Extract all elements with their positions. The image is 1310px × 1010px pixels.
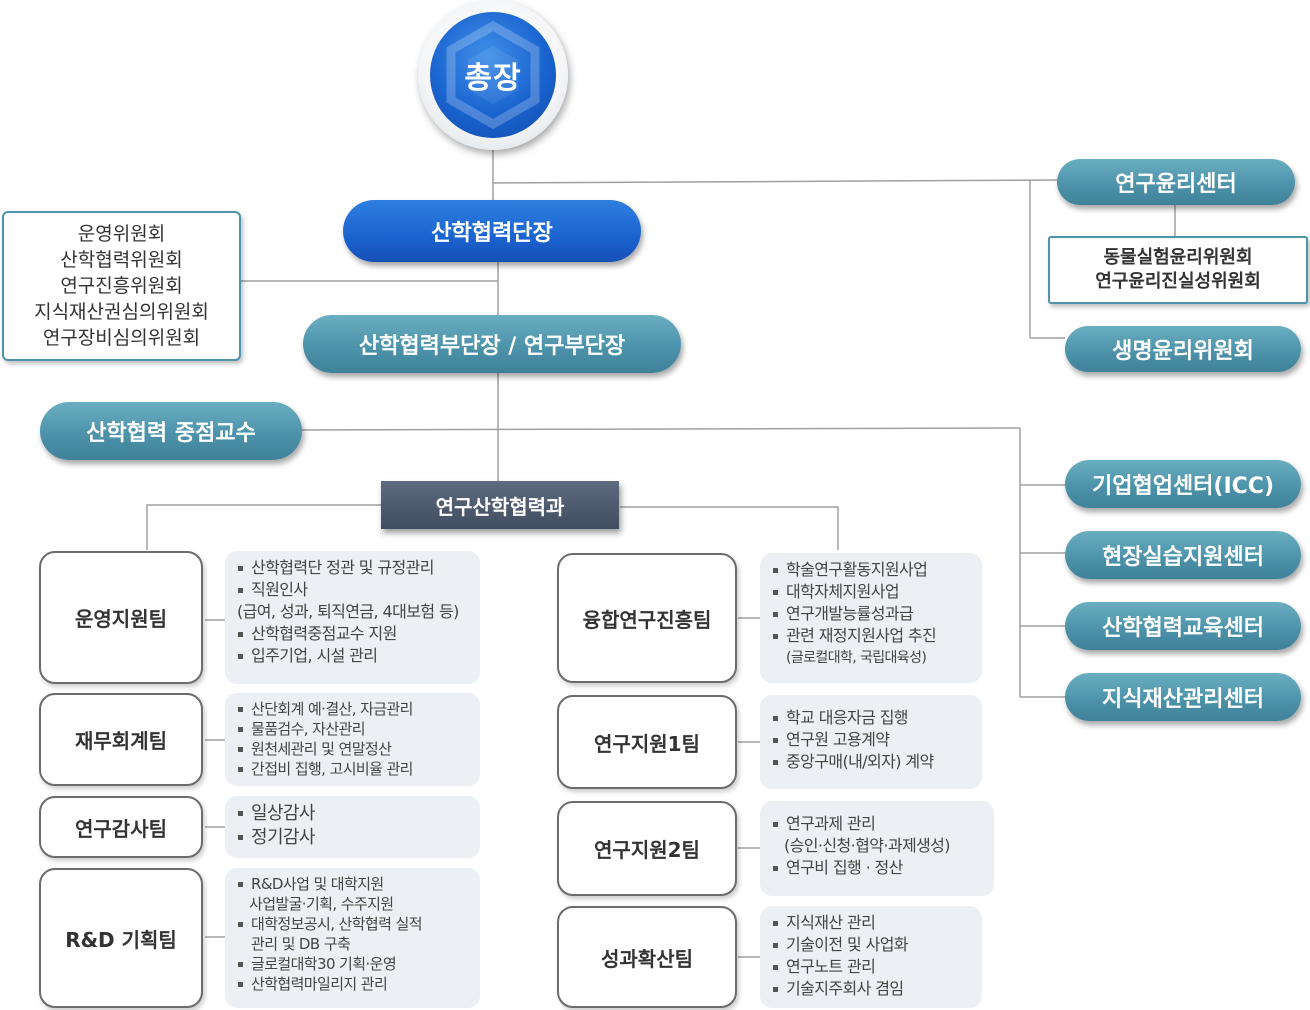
duty-item: 연구원 고용계약 bbox=[772, 729, 972, 751]
line-key-professor bbox=[299, 427, 1021, 431]
team-duties: R&D사업 및 대학지원 사업발굴·기획, 수주지원 대학정보공시, 산학협력 … bbox=[225, 868, 480, 1008]
president-emblem: 총장 bbox=[430, 12, 556, 138]
duty-item: R&D사업 및 대학지원 bbox=[237, 874, 470, 894]
team-duties: 일상감사 정기감사 bbox=[225, 796, 480, 858]
line-to-ethics-center bbox=[492, 179, 1059, 184]
bioethics-committee-label: 생명윤리위원회 bbox=[1112, 339, 1254, 364]
center-node-education: 산학협력교육센터 bbox=[1065, 602, 1301, 650]
team-name: 연구지원2팀 bbox=[594, 838, 700, 862]
center-node-field-training: 현장실습지원센터 bbox=[1065, 531, 1301, 579]
team-name: 운영지원팀 bbox=[75, 607, 167, 631]
duty-item: 글로컬대학30 기획·운영 bbox=[237, 954, 470, 974]
duty-item: 학술연구활동지원사업 bbox=[772, 559, 972, 581]
team-name: R&D 기획팀 bbox=[65, 927, 177, 952]
duty-item: 지식재산 관리 bbox=[772, 912, 972, 934]
duty-item: 직원인사 bbox=[237, 579, 470, 601]
department-label: 연구산학협력과 bbox=[435, 494, 565, 519]
committee-item: 연구진흥위원회 bbox=[60, 275, 183, 297]
duty-item: 산학협력단 정관 및 규정관리 bbox=[237, 557, 470, 579]
bioethics-committee-node: 생명윤리위원회 bbox=[1065, 326, 1301, 372]
center-label: 산학협력교육센터 bbox=[1102, 616, 1264, 641]
team-name: 재무회계팀 bbox=[75, 729, 167, 753]
team-rnd-planning: R&D 기획팀 bbox=[39, 868, 203, 1008]
team-name: 연구지원1팀 bbox=[594, 731, 700, 756]
team-research-audit: 연구감사팀 bbox=[39, 796, 203, 858]
team-duties: 학술연구활동지원사업 대학자체지원사업 연구개발능률성과급 관련 재정지원사업 … bbox=[760, 553, 982, 683]
duty-item: 물품검수, 자산관리 bbox=[237, 719, 470, 739]
duty-item: 산학협력중점교수 지원 bbox=[237, 623, 470, 645]
duty-item: 학교 대응자금 집행 bbox=[772, 707, 972, 729]
research-ethics-center-node: 연구윤리센터 bbox=[1057, 159, 1295, 205]
team-name: 융합연구진흥팀 bbox=[582, 607, 712, 632]
committee-item: 산학협력위원회 bbox=[60, 249, 183, 271]
center-label: 현장실습지원센터 bbox=[1102, 545, 1264, 570]
duty-item: 연구비 집행 · 정산 bbox=[772, 857, 984, 879]
ethics-committee-item: 연구윤리진실성위원회 bbox=[1095, 271, 1261, 292]
team-duties: 지식재산 관리 기술이전 및 사업화 연구노트 관리 기술지주회사 겸임 bbox=[760, 906, 982, 1008]
duty-item: 일상감사 bbox=[237, 802, 470, 826]
key-professor-node: 산학협력 중점교수 bbox=[40, 402, 302, 460]
team-convergence-research: 융합연구진흥팀 bbox=[557, 553, 737, 683]
ethics-committee-item: 동물실험윤리위원회 bbox=[1103, 247, 1253, 268]
team-performance-diffusion: 성과확산팀 bbox=[557, 906, 737, 1008]
duty-item: 대학정보공시, 산학협력 실적 bbox=[237, 914, 470, 934]
duty-item: 연구노트 관리 bbox=[772, 956, 972, 978]
duty-item: 중앙구매(내/외자) 계약 bbox=[772, 751, 972, 773]
center-node-icc: 기업협업센터(ICC) bbox=[1065, 460, 1301, 508]
president-label: 총장 bbox=[464, 61, 522, 96]
line-dept-right bbox=[620, 506, 839, 550]
duty-item: 간접비 집행, 고시비율 관리 bbox=[237, 759, 470, 779]
duty-item: 연구개발능률성과급 bbox=[772, 603, 972, 625]
duty-subtext: 사업발굴·기획, 수주지원 bbox=[249, 895, 394, 913]
duty-item: 산학협력마일리지 관리 bbox=[237, 974, 470, 994]
team-duties: 학교 대응자금 집행 연구원 고용계약 중앙구매(내/외자) 계약 bbox=[760, 695, 982, 789]
team-name: 성과확산팀 bbox=[601, 946, 693, 971]
line-dept-left bbox=[146, 504, 382, 550]
center-label: 기업협업센터(ICC) bbox=[1091, 474, 1275, 499]
duty-item: 연구과제 관리 bbox=[772, 813, 984, 835]
ethics-committees-box: 동물실험윤리위원회 연구윤리진실성위원회 bbox=[1048, 236, 1308, 304]
duty-subtext: 관리 및 DB 구축 bbox=[251, 935, 351, 953]
research-ethics-center-label: 연구윤리센터 bbox=[1115, 172, 1237, 197]
duty-item: 기술이전 및 사업화 bbox=[772, 934, 972, 956]
team-duties: 산단회계 예·결산, 자금관리 물품검수, 자산관리 원천세관리 및 연말정산 … bbox=[225, 693, 480, 786]
committee-item: 운영위원회 bbox=[77, 223, 166, 245]
duty-item: 대학자체지원사업 bbox=[772, 581, 972, 603]
team-duties: 산학협력단 정관 및 규정관리 직원인사 (급여, 성과, 퇴직연금, 4대보험… bbox=[225, 551, 480, 684]
center-label: 지식재산관리센터 bbox=[1102, 687, 1264, 712]
duty-subtext: (글로컬대학, 국립대육성) bbox=[786, 650, 927, 666]
duty-subtext: (승인·신청·협약·과제생성) bbox=[784, 836, 951, 855]
dean-node: 산학협력단장 bbox=[343, 200, 641, 262]
team-duties: 연구과제 관리 (승인·신청·협약·과제생성) 연구비 집행 · 정산 bbox=[760, 801, 994, 896]
duty-item: 입주기업, 시설 관리 bbox=[237, 645, 470, 667]
key-professor-label: 산학협력 중점교수 bbox=[86, 421, 256, 446]
vice-dean-node: 산학협력부단장 / 연구부단장 bbox=[303, 315, 681, 373]
duty-item: 기술지주회사 겸임 bbox=[772, 978, 972, 1000]
president-node: 총장 bbox=[418, 0, 568, 150]
duty-item: 정기감사 bbox=[237, 826, 470, 850]
committee-item: 연구장비심의위원회 bbox=[42, 327, 201, 349]
committees-box: 운영위원회 산학협력위원회 연구진흥위원회 지식재산권심의위원회 연구장비심의위… bbox=[2, 211, 241, 361]
duty-item: 산단회계 예·결산, 자금관리 bbox=[237, 699, 470, 719]
vice-dean-label: 산학협력부단장 / 연구부단장 bbox=[358, 334, 626, 359]
department-node: 연구산학협력과 bbox=[381, 481, 619, 529]
team-finance-accounting: 재무회계팀 bbox=[39, 693, 203, 786]
duty-item: 관련 재정지원사업 추진 bbox=[772, 625, 972, 647]
committee-item: 지식재산권심의위원회 bbox=[34, 301, 209, 323]
duty-item: 원천세관리 및 연말정산 bbox=[237, 739, 470, 759]
team-operations-support: 운영지원팀 bbox=[39, 551, 203, 684]
team-research-support-2: 연구지원2팀 bbox=[557, 801, 737, 896]
duty-subtext: (급여, 성과, 퇴직연금, 4대보험 등) bbox=[237, 602, 459, 621]
hexagon-emblem-icon bbox=[446, 20, 540, 130]
center-node-ip-management: 지식재산관리센터 bbox=[1065, 673, 1301, 721]
dean-label: 산학협력단장 bbox=[431, 221, 553, 246]
team-research-support-1: 연구지원1팀 bbox=[557, 695, 737, 789]
team-name: 연구감사팀 bbox=[75, 816, 167, 841]
